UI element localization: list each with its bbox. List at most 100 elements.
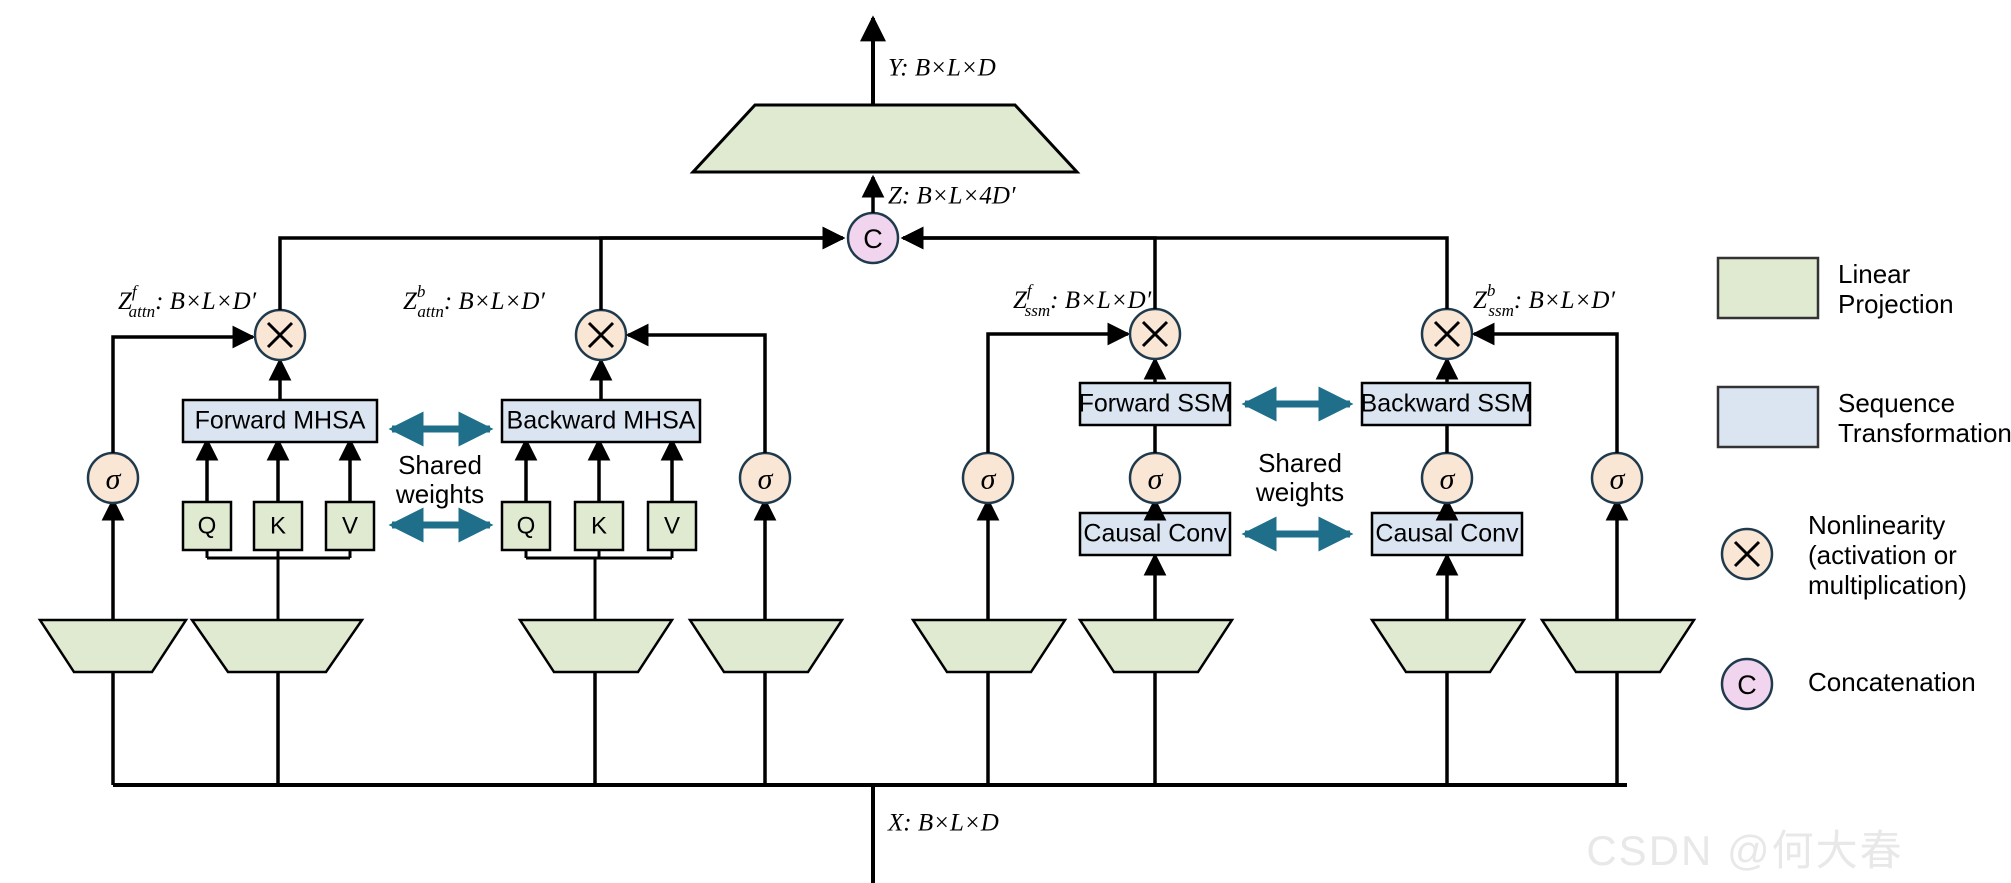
concat-glyph: C — [863, 224, 883, 254]
z-sup: f — [132, 282, 139, 301]
legend-label-nonlinearity-line2: (activation or — [1808, 540, 1957, 570]
linear-projection-4 — [687, 618, 845, 674]
sigma-glyph: σ — [106, 463, 122, 496]
z-sub: attn — [129, 302, 155, 321]
multiply-x-glyph — [1141, 320, 1169, 348]
z-dims: : B×L×D′ — [1514, 287, 1616, 314]
q-label-forward: Q — [198, 512, 217, 539]
shared-weights-ssm-line2: weights — [1255, 477, 1344, 507]
bottom-linear-projections — [37, 618, 1697, 674]
forward-ssm-branch: σ Causal Conv σ Forward SSM — [900, 226, 1232, 620]
z-symbol: Z — [1013, 287, 1028, 314]
multiply-x-icon — [1733, 540, 1761, 568]
output-linear-projection-group — [689, 15, 1081, 174]
sigma-glyph: σ — [758, 463, 774, 496]
output-linear-projection — [689, 103, 1081, 174]
z-symbol: Z — [1473, 287, 1488, 314]
legend-item-sequence-transformation: Sequence Transformation — [1716, 385, 2011, 449]
v-label-backward: V — [664, 512, 680, 539]
forward-mhsa-box — [181, 398, 379, 444]
q-box-forward — [181, 500, 233, 552]
k-box-forward — [252, 500, 304, 552]
watermark-text: CSDN @何大春 — [1586, 827, 1903, 874]
z-sub: attn — [417, 302, 443, 321]
legend-swatch-concatenation — [1720, 657, 1774, 711]
shared-weights-attn-line1: Shared — [398, 450, 482, 480]
sigma-glyph: σ — [1148, 463, 1164, 496]
linear-projection-3 — [517, 618, 675, 674]
v-label-forward: V — [342, 512, 358, 539]
forward-mhsa-label: Forward MHSA — [195, 407, 366, 435]
legend: Linear Projection Sequence Transformatio… — [1716, 256, 2011, 711]
legend-label-linear-projection-line1: Linear — [1838, 259, 1911, 289]
forward-attention-branch: σ Q K V Forward MHSA — [86, 226, 846, 620]
legend-swatch-linear-projection — [1716, 256, 1820, 320]
linear-projection-7 — [1369, 618, 1527, 674]
backward-mhsa-label: Backward MHSA — [507, 407, 696, 435]
concatenation-node-group: C — [846, 174, 900, 265]
q-box-backward — [500, 500, 552, 552]
sigma-glyph: σ — [981, 463, 997, 496]
legend-label-concatenation: Concatenation — [1808, 667, 1976, 697]
linear-projection-6 — [1077, 618, 1235, 674]
concat-c-icon: C — [1737, 670, 1757, 700]
z-dims: : B×L×D′ — [444, 288, 546, 315]
forward-ssm-label: Forward SSM — [1079, 390, 1232, 418]
backward-ssm-label: Backward SSM — [1361, 390, 1532, 418]
k-label-backward: K — [591, 512, 607, 539]
output-tensor-label: Y: B×L×D — [888, 55, 996, 82]
legend-swatch-sequence-transformation — [1716, 385, 1820, 449]
z-dims: : B×L×D′ — [155, 288, 257, 315]
sigma-glyph: σ — [1610, 463, 1626, 496]
legend-label-sequence-transformation-line2: Transformation — [1838, 418, 2011, 448]
causal-conv-forward-label: Causal Conv — [1083, 520, 1227, 548]
q-label-backward: Q — [517, 512, 536, 539]
forward-ssm-box — [1078, 381, 1232, 427]
legend-label-sequence-transformation-line1: Sequence — [1838, 388, 1955, 418]
z-symbol: Z — [403, 288, 418, 315]
input-tensor-label: X: B×L×D — [887, 810, 999, 837]
multiply-x-glyph — [587, 321, 615, 349]
concat-tensor-label: Z: B×L×4D′ — [888, 183, 1016, 210]
linear-projection-5 — [910, 618, 1068, 674]
multiply-x-glyph — [266, 321, 294, 349]
z-symbol: Z — [118, 288, 133, 315]
backward-attention-branch: Q K V Backward MHSA σ — [500, 226, 846, 620]
shared-weights-ssm-line1: Shared — [1258, 448, 1342, 478]
legend-label-nonlinearity-line3: multiplication) — [1808, 570, 1967, 600]
z-sup: b — [1487, 281, 1496, 300]
shared-weights-attn-line2: weights — [395, 479, 484, 509]
legend-item-nonlinearity: Nonlinearity (activation or multiplicati… — [1720, 510, 1967, 600]
k-label-forward: K — [270, 512, 286, 539]
causal-conv-backward-label: Causal Conv — [1375, 520, 1519, 548]
linear-projection-8 — [1539, 618, 1697, 674]
z-sup: f — [1027, 281, 1034, 300]
z-sub: ssm — [1488, 301, 1514, 320]
linear-projection-1 — [37, 618, 189, 674]
input-bus — [101, 639, 1629, 883]
multiply-x-glyph — [1433, 320, 1461, 348]
shared-weights-attention: Shared weights — [388, 411, 494, 543]
sigma-glyph: σ — [1440, 463, 1456, 496]
legend-item-concatenation: C Concatenation — [1720, 657, 1976, 711]
legend-item-linear-projection: Linear Projection — [1716, 256, 1954, 320]
v-box-forward — [324, 500, 376, 552]
shared-weights-ssm: Shared weights — [1241, 386, 1354, 552]
z-sub: ssm — [1025, 301, 1051, 320]
linear-projection-2 — [189, 618, 365, 674]
backward-mhsa-box — [500, 398, 702, 444]
z-dims: : B×L×D′ — [1050, 287, 1152, 314]
z-sup: b — [417, 282, 426, 301]
backward-ssm-branch: Causal Conv σ Backward SSM σ — [900, 226, 1644, 620]
legend-label-nonlinearity-line1: Nonlinearity — [1808, 510, 1945, 540]
